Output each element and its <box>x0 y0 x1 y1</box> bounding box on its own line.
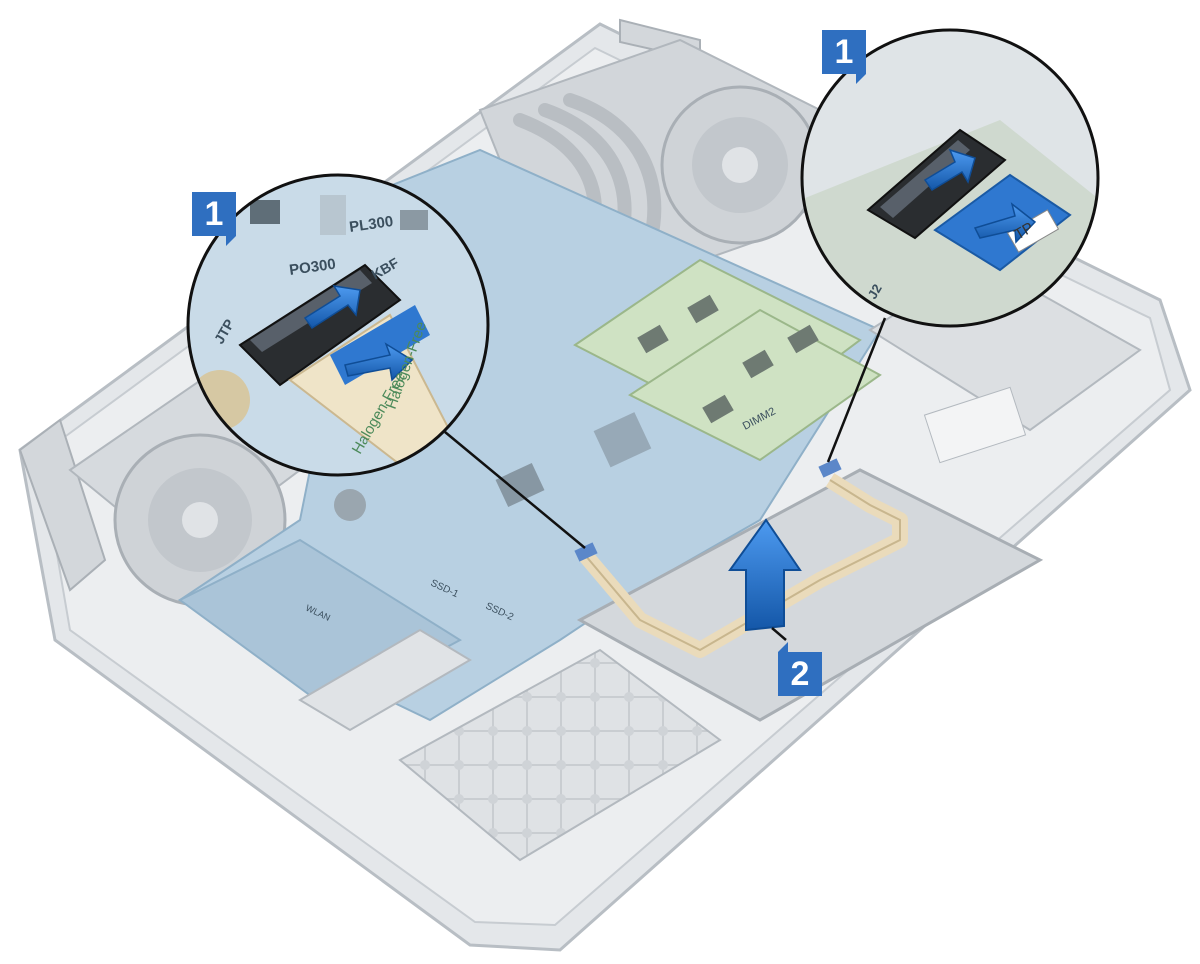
badge-number: 1 <box>204 195 224 233</box>
badge-box <box>822 30 866 74</box>
badge-tail <box>778 642 788 652</box>
detail-circle-right <box>800 28 1100 328</box>
callout-badge-1-left: 1 <box>192 192 236 246</box>
badge-box <box>192 192 236 236</box>
badge-box <box>778 652 822 696</box>
callout-badge-2: 2 <box>778 642 822 696</box>
detail-circle-left <box>186 173 490 477</box>
memory-modules <box>573 258 882 462</box>
label-pl300: PL300 <box>348 213 394 236</box>
label-po300: PO300 <box>288 256 337 279</box>
touchpad-cable <box>574 458 908 658</box>
leader-line-right <box>826 317 887 463</box>
badge-tail <box>226 236 236 246</box>
label-j2: J2 <box>865 281 885 301</box>
badge-tail <box>856 74 866 84</box>
palm-rest-grid <box>298 628 722 862</box>
callout-badge-1-right: 1 <box>822 30 866 84</box>
badge-number: 2 <box>790 655 810 693</box>
leader-line-left <box>444 431 586 549</box>
badge-number: 1 <box>834 33 854 71</box>
lift-arrow <box>728 518 802 641</box>
